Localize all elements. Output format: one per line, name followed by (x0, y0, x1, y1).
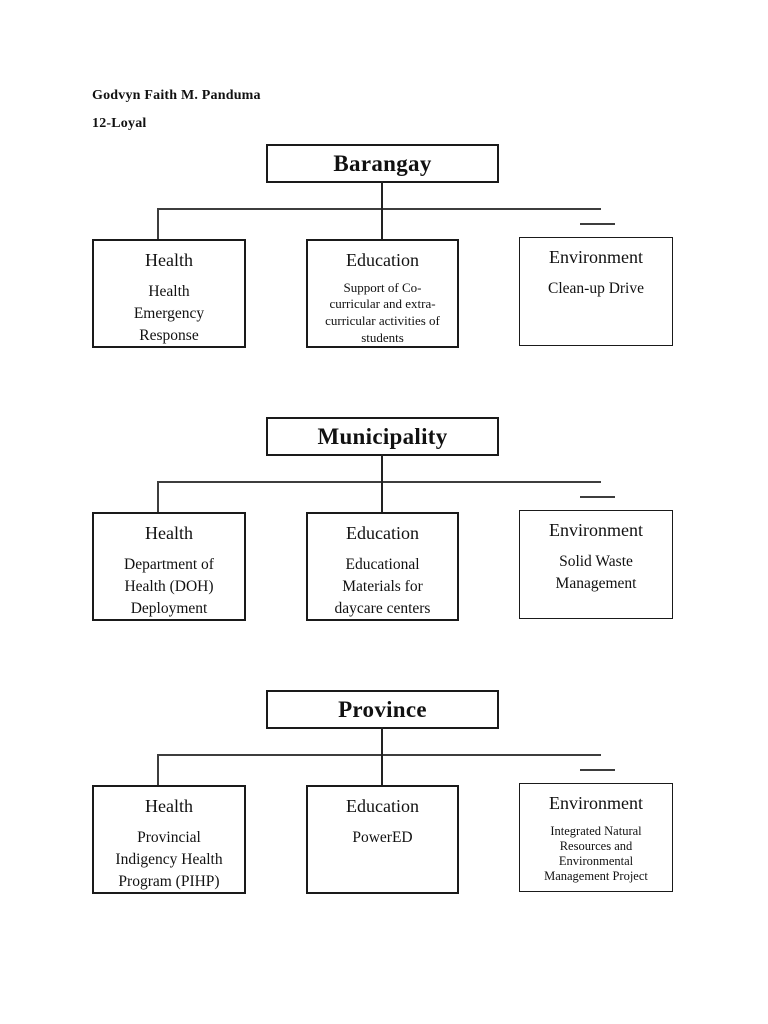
connector-drop-health (157, 481, 159, 512)
connector-horizontal (157, 208, 601, 210)
node-education: Education Educational Materials for dayc… (306, 512, 459, 621)
connector-drop-health (157, 208, 159, 239)
node-environment: Environment Solid Waste Management (519, 510, 673, 619)
org-chart-municipality: Municipality Health Department of Health… (0, 417, 768, 632)
node-body: Integrated Natural Resources and Environ… (544, 823, 648, 884)
org-chart-barangay: Barangay Health Health Emergency Respons… (0, 144, 768, 359)
org-root-label: Province (338, 696, 427, 722)
node-body: PowerED (352, 828, 413, 846)
org-root-box: Barangay (266, 144, 499, 183)
node-heading: Education (346, 523, 419, 543)
connector-stem (381, 454, 383, 481)
org-root-label: Municipality (317, 423, 448, 449)
connector-drop-health (157, 754, 159, 785)
connector-drop-education (381, 208, 383, 239)
node-education: Education PowerED (306, 785, 459, 894)
node-heading: Education (346, 250, 419, 270)
author-name: Godvyn Faith M. Panduma (92, 88, 261, 103)
node-body: Clean-up Drive (548, 279, 644, 297)
node-body: Health Emergency Response (133, 282, 205, 344)
node-environment: Environment Clean-up Drive (519, 237, 673, 346)
org-root-label: Barangay (333, 150, 432, 176)
node-heading: Health (145, 523, 193, 543)
connector-stem (381, 181, 383, 208)
org-root-box: Province (266, 690, 499, 729)
node-body: Provincial Indigency Health Program (PIH… (115, 828, 223, 890)
node-heading: Health (145, 250, 193, 270)
org-root-box: Municipality (266, 417, 499, 456)
connector-drop-education (381, 481, 383, 512)
node-health: Health Provincial Indigency Health Progr… (92, 785, 246, 894)
node-body: Educational Materials for daycare center… (334, 555, 431, 617)
node-environment: Environment Integrated Natural Resources… (519, 783, 673, 892)
node-heading: Environment (549, 247, 643, 267)
org-chart-province: Province Health Provincial Indigency Hea… (0, 690, 768, 905)
node-heading: Health (145, 796, 193, 816)
connector-stem (381, 727, 383, 754)
connector-dash-environment (580, 769, 615, 771)
connector-drop-education (381, 754, 383, 785)
node-education: Education Support of Co- curricular and … (306, 239, 459, 348)
connector-dash-environment (580, 223, 615, 225)
node-heading: Education (346, 796, 419, 816)
node-body: Support of Co- curricular and extra- cur… (325, 279, 440, 346)
node-heading: Environment (549, 793, 643, 813)
node-heading: Environment (549, 520, 643, 540)
connector-horizontal (157, 754, 601, 756)
grade-section: 12-Loyal (92, 116, 147, 131)
connector-horizontal (157, 481, 601, 483)
node-body: Solid Waste Management (555, 552, 637, 592)
node-health: Health Department of Health (DOH) Deploy… (92, 512, 246, 621)
node-body: Department of Health (DOH) Deployment (124, 555, 214, 617)
connector-dash-environment (580, 496, 615, 498)
node-health: Health Health Emergency Response (92, 239, 246, 348)
